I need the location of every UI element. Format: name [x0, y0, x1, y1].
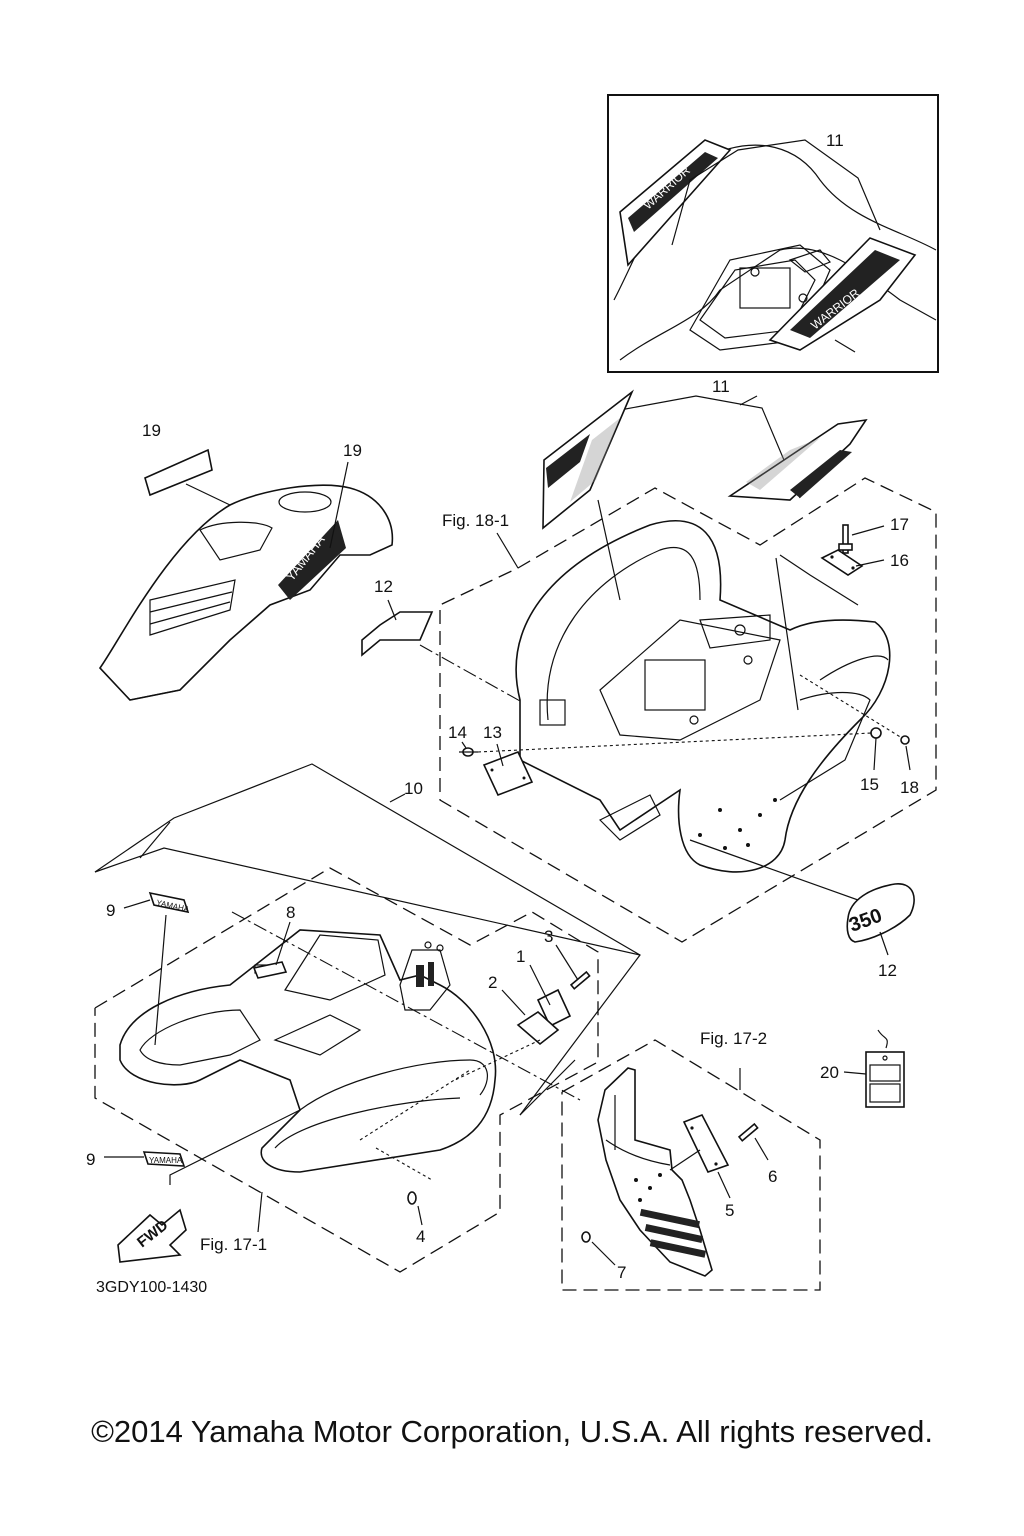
decal-9-bottom: [142, 1151, 186, 1167]
callout-18: 18: [900, 778, 919, 797]
fig-17-1-label: Fig. 17-1: [200, 1235, 267, 1254]
plate-13: [482, 750, 534, 797]
inset-rear-fender-view: WARRIOR WARRIOR 11: [607, 94, 939, 373]
grommet-15: [870, 727, 882, 739]
callout-11: 11: [712, 377, 730, 396]
callout-15: 15: [860, 775, 879, 794]
callout-4: 4: [416, 1227, 425, 1246]
plate-1: [536, 988, 572, 1028]
callout-9-top: 9: [106, 901, 115, 920]
callout-17: 17: [890, 515, 909, 534]
yamaha-decal-top-text: YAMAHA: [156, 898, 191, 914]
fwd-arrow-icon: [117, 1208, 187, 1263]
front-fender-fig-17-1: Fig. 17-1 8 YAMAHA 9 YAMAHA 9: [86, 867, 599, 1296]
rear-fender-decals-11: 11: [542, 377, 868, 530]
yamaha-decal-bottom-text: YAMAHA: [149, 1156, 183, 1165]
callout-9-bottom: 9: [86, 1150, 95, 1169]
decal-12-tag: [361, 611, 434, 657]
callout-12-bottom: 12: [878, 961, 897, 980]
callout-7: 7: [617, 1263, 626, 1282]
bolt-6: [737, 1122, 759, 1142]
front-fender-decal-sheet-10: 10: [94, 763, 641, 1116]
plate-5: [682, 1113, 730, 1173]
fig-18-1-label: Fig. 18-1: [442, 511, 509, 530]
decal-19-left: [144, 448, 213, 497]
diagram-code: 3GDY100-1430: [96, 1279, 207, 1296]
decal-19-yamaha: [278, 520, 346, 600]
callout-8: 8: [286, 903, 295, 922]
fig-17-2-label: Fig. 17-2: [700, 1029, 767, 1048]
callout-10: 10: [404, 779, 423, 798]
plate-16: [820, 549, 864, 576]
callout-11-inset: 11: [826, 131, 844, 150]
callout-12-top: 12: [374, 577, 393, 596]
callout-13: 13: [483, 723, 502, 742]
callout-14: 14: [448, 723, 467, 742]
warning-tag-20: 20: [820, 1029, 905, 1108]
callout-20: 20: [820, 1063, 839, 1082]
callout-5: 5: [725, 1201, 734, 1220]
rear-fender-fig-18-1: Fig. 18-1 12 16: [361, 477, 937, 943]
nut-4: [407, 1191, 417, 1205]
callout-16: 16: [890, 551, 909, 570]
fuel-tank-cover: 19 YAMAHA 19: [98, 421, 394, 701]
bolt-3: [569, 970, 591, 990]
callout-19-left: 19: [142, 421, 161, 440]
callout-19-right: 19: [343, 441, 362, 460]
callout-1: 1: [516, 947, 525, 966]
copyright-notice: ©2014 Yamaha Motor Corporation, U.S.A. A…: [91, 1414, 933, 1449]
decal-9-top: [148, 891, 190, 914]
nut-7: [581, 1231, 591, 1243]
callout-6: 6: [768, 1167, 777, 1186]
badge-350: 350 12: [846, 883, 915, 980]
rivet-18: [900, 735, 910, 745]
side-cover-fig-17-2: Fig. 17-2 5 6 7: [561, 1029, 821, 1291]
callout-2: 2: [488, 973, 497, 992]
plate-2: [516, 1010, 560, 1046]
callout-3: 3: [544, 927, 553, 946]
bolt-17: [842, 524, 849, 554]
